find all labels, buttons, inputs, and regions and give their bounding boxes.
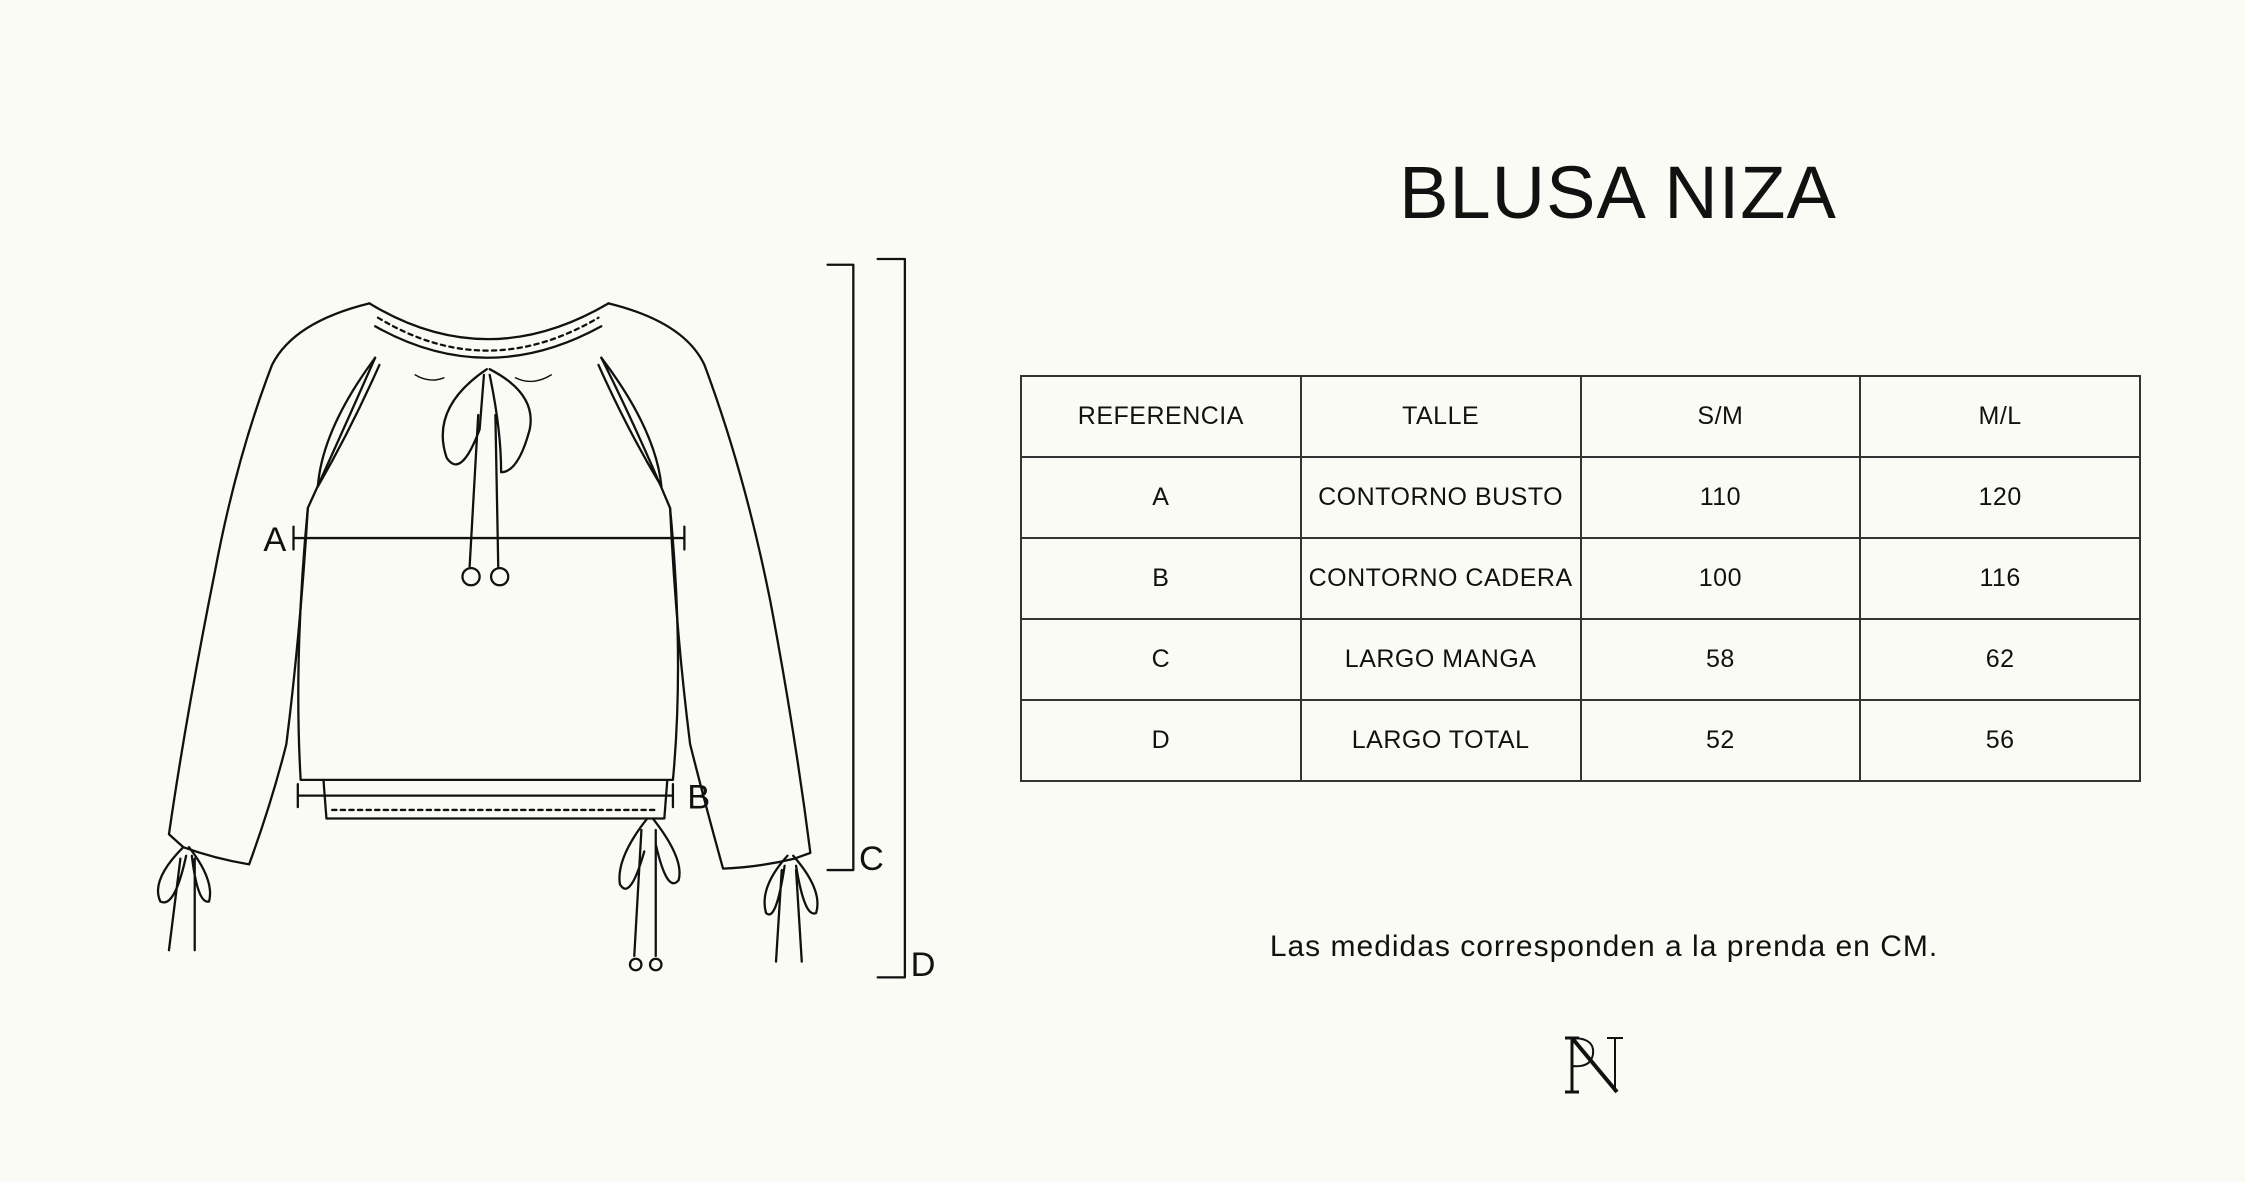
header-cell: TALLE xyxy=(1299,375,1582,458)
neckline xyxy=(368,302,610,341)
right-cutout xyxy=(597,356,663,488)
table-cell: 110 xyxy=(1579,456,1862,539)
measurement-note: Las medidas corresponden a la prenda en … xyxy=(1269,930,1939,963)
size-table: REFERENCIA TALLE S/M M/L A CONTORNO BUST… xyxy=(1020,375,2141,782)
table-cell: B xyxy=(1020,537,1302,620)
table-row: C LARGO MANGA 58 62 xyxy=(1020,618,2141,701)
neck-tie xyxy=(441,368,532,568)
hem-band xyxy=(322,780,669,820)
table-header-row: REFERENCIA TALLE S/M M/L xyxy=(1020,375,2141,458)
table-cell: C xyxy=(1020,618,1302,701)
dimension-c xyxy=(826,263,855,872)
dimension-a xyxy=(292,525,686,551)
header-cell: M/L xyxy=(1859,375,2141,458)
table-cell: 120 xyxy=(1859,456,2141,539)
table-cell: 62 xyxy=(1859,618,2141,701)
table-cell: LARGO MANGA xyxy=(1299,618,1582,701)
left-cutout xyxy=(316,356,381,488)
table-cell: 116 xyxy=(1859,537,2141,620)
table-cell: A xyxy=(1020,456,1302,539)
hem-tie xyxy=(618,817,681,958)
table-cell: CONTORNO BUSTO xyxy=(1299,456,1582,539)
table-cell: 58 xyxy=(1579,618,1862,701)
pn-monogram-logo xyxy=(1565,1036,1623,1094)
header-cell: REFERENCIA xyxy=(1020,375,1302,458)
table-row: B CONTORNO CADERA 100 116 xyxy=(1020,537,2141,620)
table-cell: LARGO TOTAL xyxy=(1299,699,1582,782)
table-cell: CONTORNO CADERA xyxy=(1299,537,1582,620)
page-title: BLUSA NIZA xyxy=(1399,151,1837,234)
label-c: C xyxy=(859,840,884,878)
label-a: A xyxy=(263,521,286,559)
right-cuff-tie xyxy=(763,854,819,963)
dimension-b xyxy=(296,783,675,809)
table-row: A CONTORNO BUSTO 110 120 xyxy=(1020,456,2141,539)
body xyxy=(297,506,680,782)
dimension-d xyxy=(876,257,907,979)
table-cell: 100 xyxy=(1579,537,1862,620)
header-cell: S/M xyxy=(1579,375,1862,458)
table-cell: 56 xyxy=(1859,699,2141,782)
left-cuff-tie xyxy=(156,846,212,952)
table-cell: D xyxy=(1020,699,1302,782)
table-row: D LARGO TOTAL 52 56 xyxy=(1020,699,2141,782)
label-b: B xyxy=(687,779,710,817)
label-d: D xyxy=(911,946,936,984)
table-cell: 52 xyxy=(1579,699,1862,782)
